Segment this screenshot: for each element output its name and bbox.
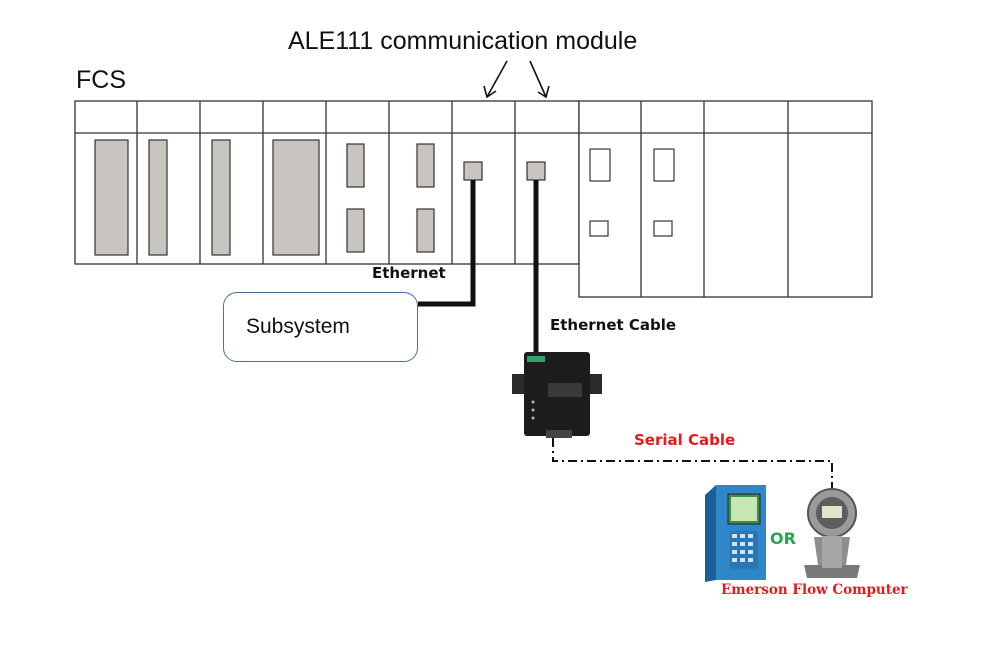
serial-cable-label: Serial Cable [634, 431, 736, 449]
ethernet-port [463, 161, 483, 181]
module-slot [94, 139, 129, 256]
subsystem-label: Subsystem [246, 315, 350, 338]
flow-computer-panel [705, 485, 766, 582]
ethernet-cable-subsystem [418, 180, 476, 307]
module-slot [416, 208, 435, 253]
fcs-extension-rack [578, 100, 873, 298]
fcs-label: FCS [76, 66, 126, 94]
module-slot [589, 148, 611, 182]
module-slot [346, 208, 365, 253]
module-slot [416, 143, 435, 188]
ethernet-label: Ethernet [372, 264, 446, 282]
serial-device-server [512, 352, 602, 438]
flow-computer-housing [804, 488, 860, 578]
ethernet-port [526, 161, 546, 181]
module-slot [346, 143, 365, 188]
module-slot [589, 220, 609, 237]
module-slot [211, 139, 231, 256]
title-arrows [483, 60, 550, 99]
ethernet-cable-label: Ethernet Cable [550, 316, 677, 334]
flow-computer-label: Emerson Flow Computer [721, 582, 908, 598]
module-slot [148, 139, 168, 256]
or-label: OR [770, 529, 796, 548]
module-slot [653, 220, 673, 237]
module-slot [653, 148, 675, 182]
module-slot [272, 139, 320, 256]
subsystem-box: Subsystem [223, 292, 418, 362]
module-title: ALE111 communication module [288, 27, 638, 55]
